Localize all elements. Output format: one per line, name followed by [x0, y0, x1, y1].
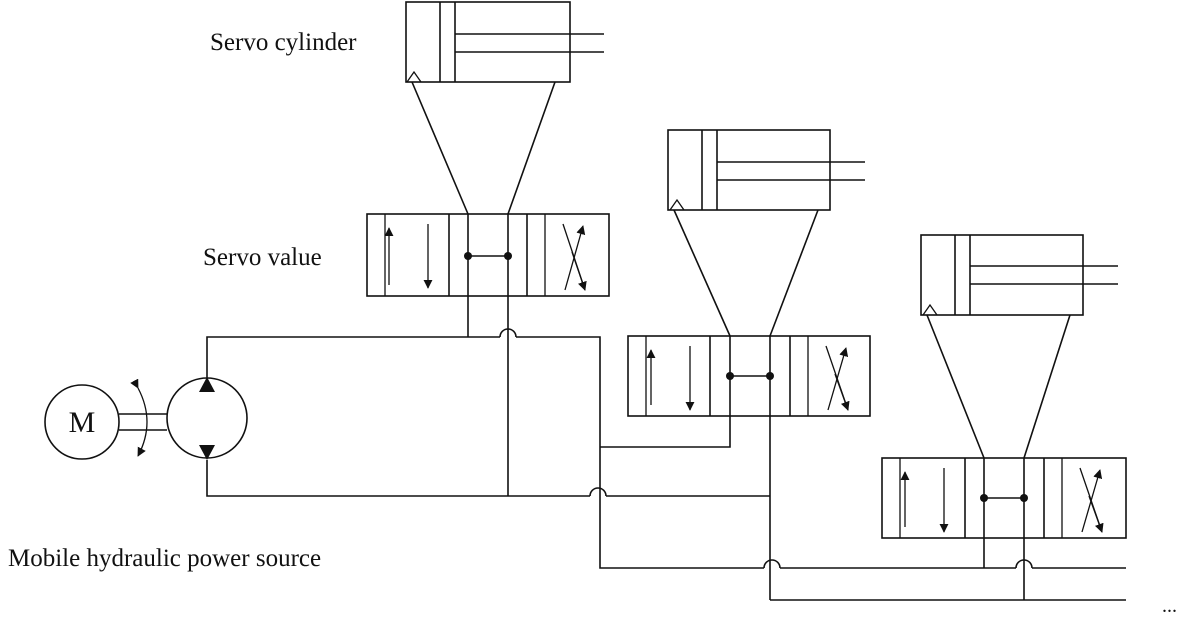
ellipsis-label: ... [1162, 595, 1177, 617]
servo-valve-label: Servo value [203, 244, 322, 271]
servo-cylinder-1 [405, 1, 604, 83]
cylinder-3-lines [926, 314, 1071, 459]
pipe-network [206, 296, 1126, 601]
pump-symbol [166, 377, 248, 460]
servo-cylinder-3 [920, 234, 1118, 316]
servo-cylinder-label: Servo cylinder [210, 29, 357, 56]
power-source-label: Mobile hydraulic power source [8, 545, 321, 572]
servo-valve-3 [881, 457, 1127, 539]
shaft-coupling [119, 378, 167, 457]
motor-label: M [69, 406, 96, 439]
servo-cylinder-2 [667, 129, 865, 211]
cylinder-1-lines [411, 81, 556, 215]
motor-symbol: M [44, 384, 120, 460]
servo-valve-1 [366, 213, 610, 297]
servo-valve-2 [627, 335, 871, 417]
cylinder-2-lines [673, 209, 819, 337]
